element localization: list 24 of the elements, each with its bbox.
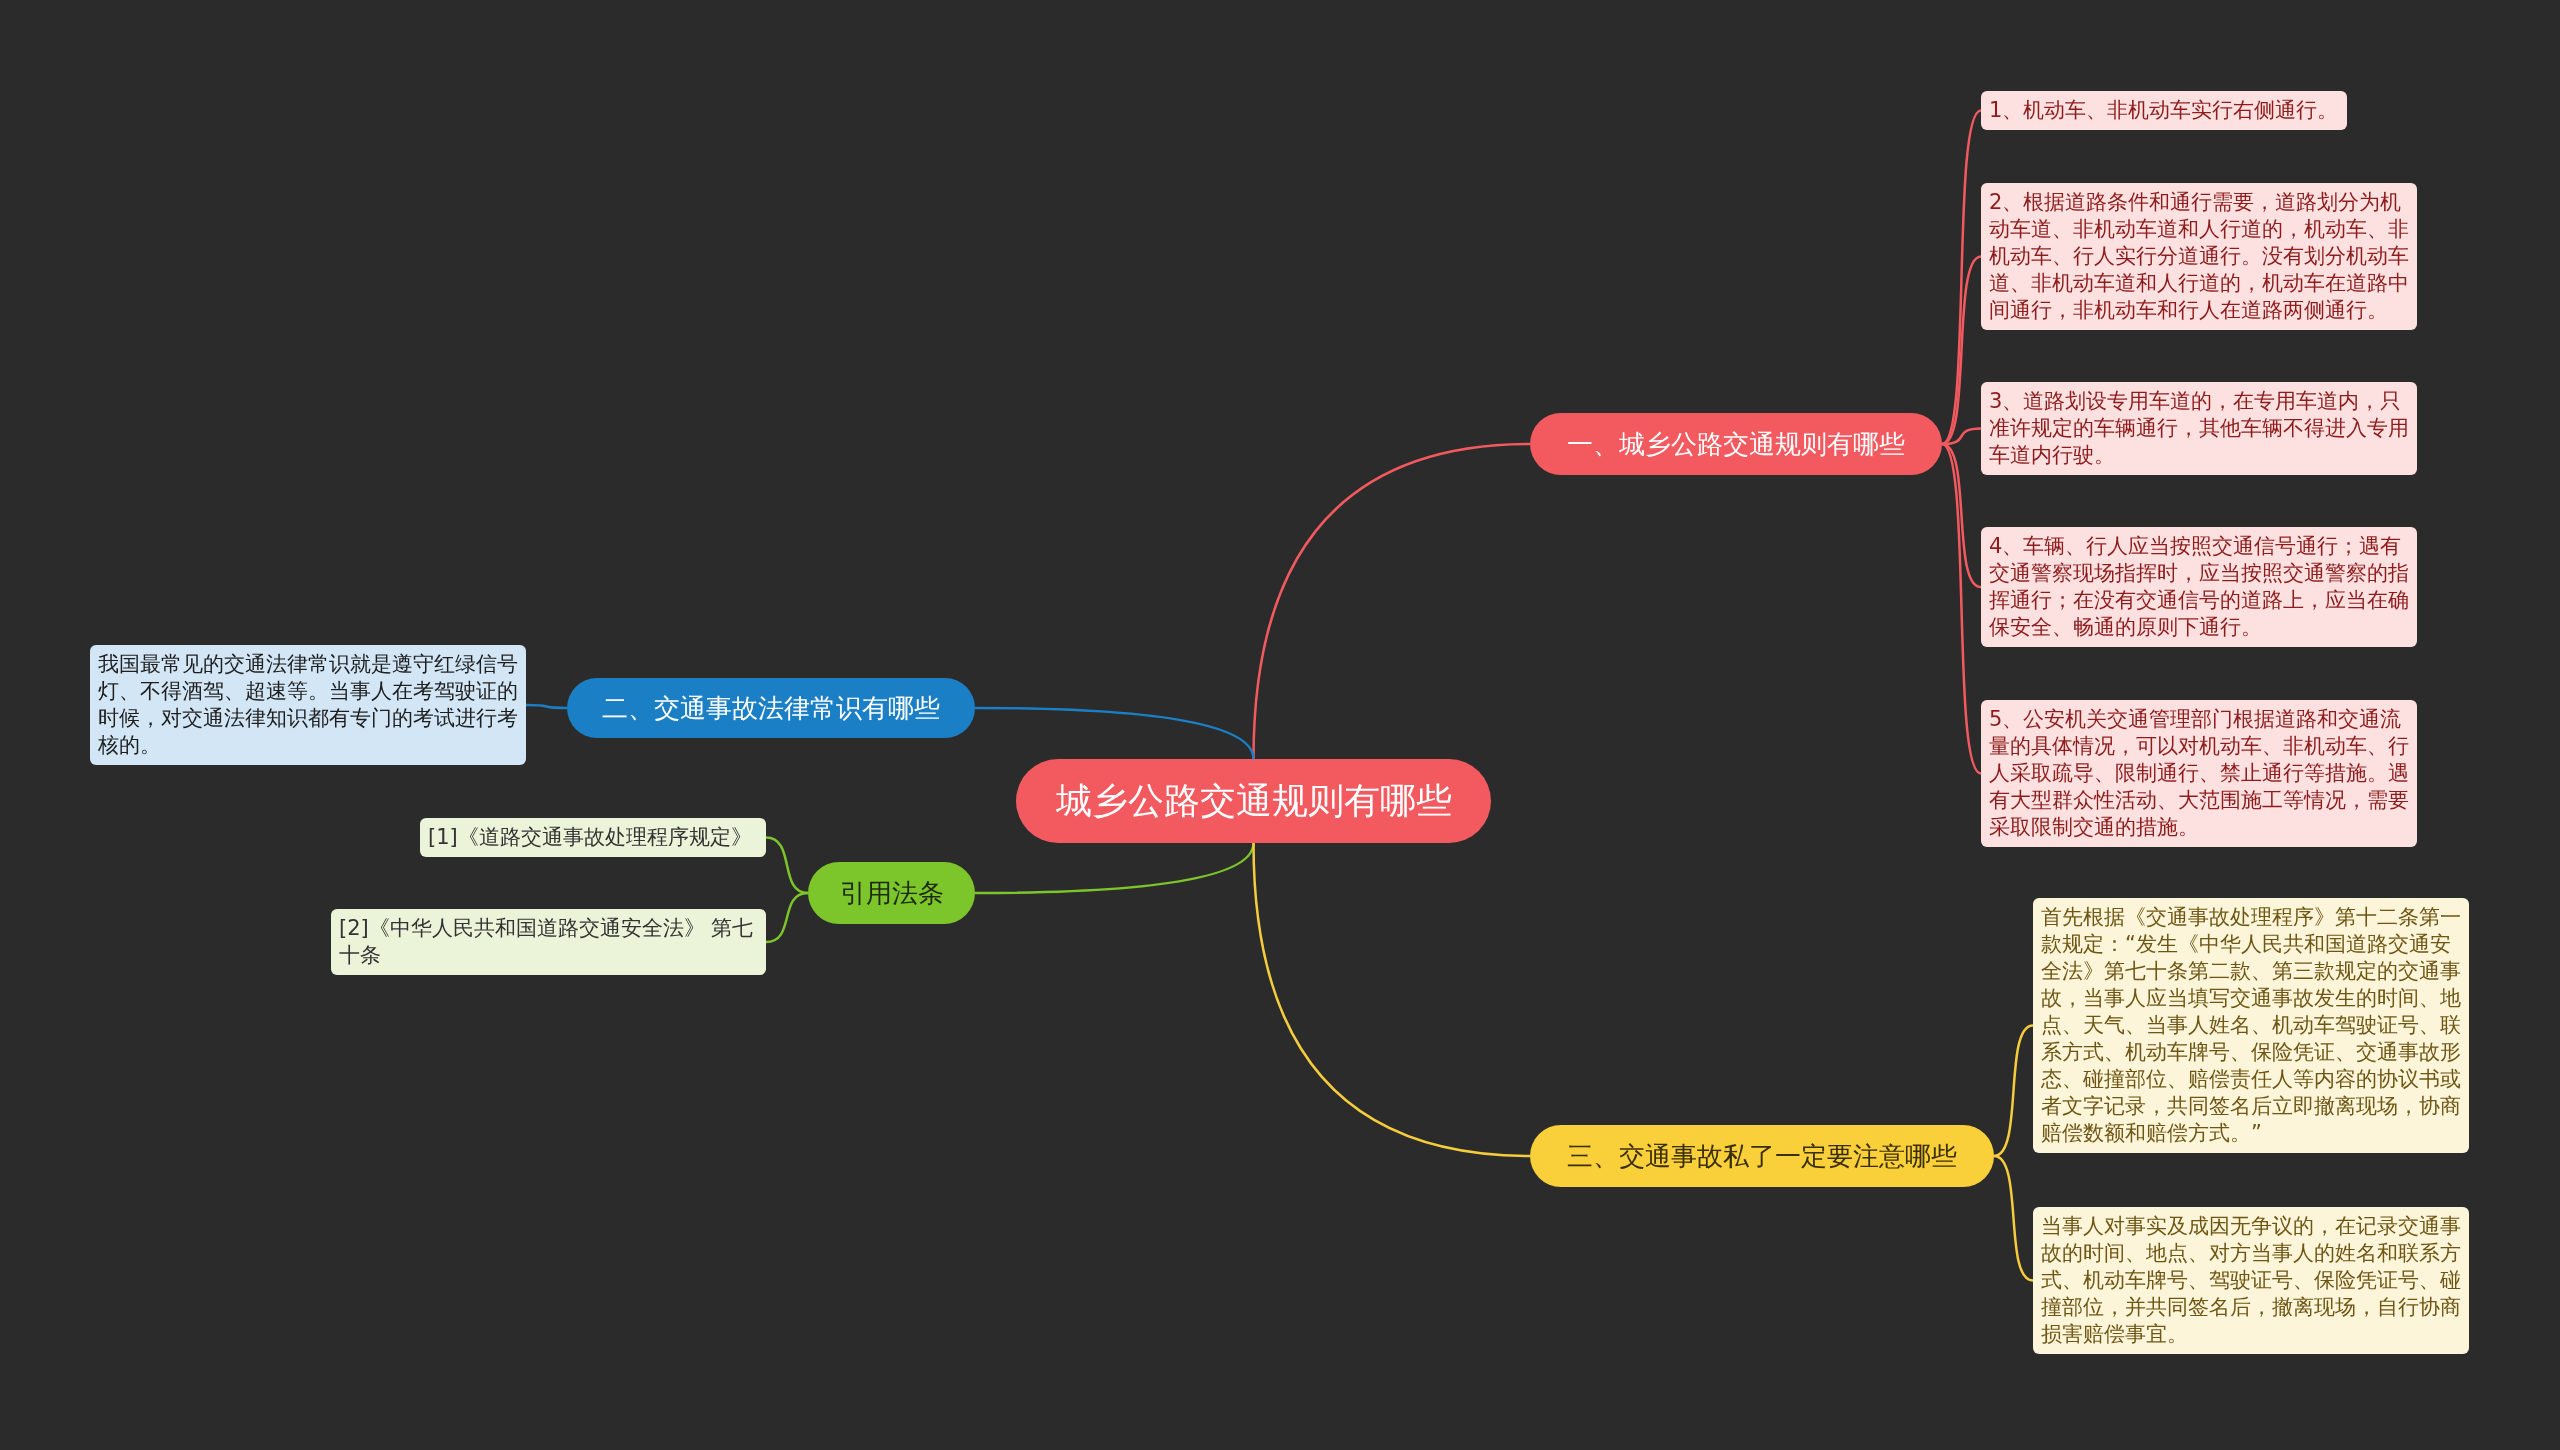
leaf-note: 5、公安机关交通管理部门根据道路和交通流量的具体情况，可以对机动车、非机动车、行人采取疏导、限制通行、禁止通行等措施。遇有大型群众性活动、大范围施工等情况，需要采取限制交通的措施。 [1981, 700, 2417, 847]
connector-line [526, 703, 567, 710]
connector-line [1941, 443, 1982, 775]
leaf-note: 首先根据《交通事故处理程序》第十二条第一款规定：“发生《中华人民共和国道路交通安全法》第七十条第二款、第三款规定的交通事故，当事人应当填写交通事故发生的时间、地点、天气、当事人姓名、机动车驾驶证号、联系方式、机动车牌号、保险凭证、交通事故形态、碰撞部位、赔偿责任人等内容的协议书或者文字记录，共同签名后立即撤离现场，协商赔偿数额和赔偿方式。” [2033, 898, 2469, 1153]
leaf-note: 3、道路划设专用车道的，在专用车道内，只准许规定的车辆通行，其他车辆不得进入专用车道内行驶。 [1981, 382, 2417, 475]
connector-line [1252, 842, 1531, 1158]
connector-line [765, 836, 809, 895]
leaf-note: 当事人对事实及成因无争议的，在记录交通事故的时间、地点、对方当事人的姓名和联系方式、机动车牌号、驾驶证号、保险凭证号、碰撞部位，并共同签名后，撤离现场，自行协商损害赔偿事宜。 [2033, 1207, 2469, 1354]
root-topic: 城乡公路交通规则有哪些 [1016, 759, 1491, 843]
leaf-note: [2]《中华人民共和国道路交通安全法》 第七十条 [331, 909, 766, 975]
branch-topic: 二、交通事故法律常识有哪些 [567, 678, 975, 738]
branch-topic: 引用法条 [808, 862, 975, 924]
leaf-note: 2、根据道路条件和通行需要，道路划分为机动车道、非机动车道和人行道的，机动车、非机动车、行人实行分道通行。没有划分机动车道、非机动车道和人行道的，机动车在道路中间通行，非机动车和行人在道路两侧通行。 [1981, 183, 2417, 330]
connector-line [975, 706, 1255, 760]
branch-topic: 一、城乡公路交通规则有哪些 [1530, 413, 1942, 475]
leaf-note: 我国最常见的交通法律常识就是遵守红绿信号灯、不得酒驾、超速等。当事人在考驾驶证的时候，对交通法律知识都有专门的考试进行考核的。 [90, 645, 526, 765]
leaf-note: 4、车辆、行人应当按照交通信号通行；遇有交通警察现场指挥时，应当按照交通警察的指挥通行；在没有交通信号的道路上，应当在确保安全、畅通的原则下通行。 [1981, 527, 2417, 647]
leaf-note: 1、机动车、非机动车实行右侧通行。 [1981, 91, 2347, 130]
branch-topic: 三、交通事故私了一定要注意哪些 [1530, 1125, 1994, 1187]
connector-line [1993, 1024, 2034, 1158]
connector-line [765, 891, 809, 944]
connector-line [1993, 1154, 2034, 1282]
leaf-note: [1]《道路交通事故处理程序规定》 [420, 818, 766, 857]
connector-line [1941, 255, 1982, 446]
